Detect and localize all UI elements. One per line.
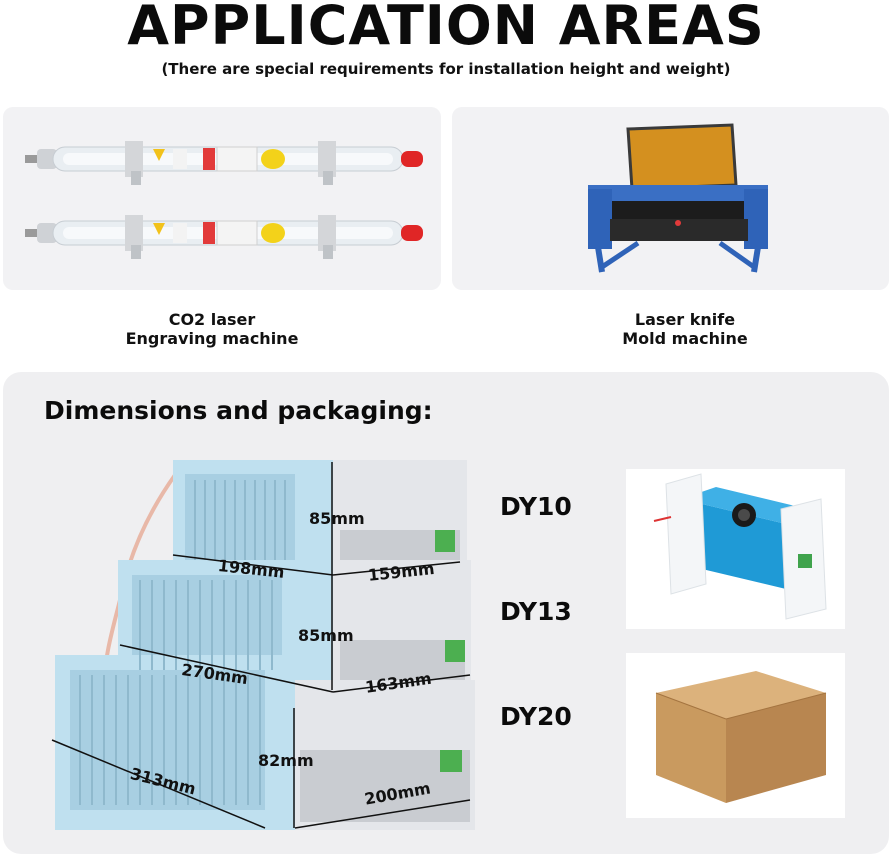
- laser-tube-card: [3, 107, 441, 290]
- application-label-co2: CO2 laser Engraving machine: [125, 310, 299, 348]
- laser-machine-card: [452, 107, 889, 290]
- page-title: APPLICATION AREAS: [127, 0, 765, 57]
- cardboard-box-image: [655, 671, 827, 803]
- dy10-height-label: 85mm: [309, 509, 365, 528]
- dy13-height-label: 85mm: [298, 626, 354, 645]
- page-subtitle: (There are special requirements for inst…: [161, 60, 731, 78]
- power-supply-stack-image: [51, 460, 475, 830]
- foam-packed-power-supply-image: [653, 473, 827, 620]
- laser-engraver-machine-image: [588, 123, 768, 273]
- application-label-knife: Laser knife Mold machine: [622, 310, 748, 348]
- cardboard-box-card: [626, 653, 845, 818]
- model-label-dy13: DY13: [500, 597, 572, 626]
- model-label-dy10: DY10: [500, 492, 572, 521]
- dy20-height-label: 82mm: [258, 751, 314, 770]
- foam-packed-psu-card: [626, 469, 845, 629]
- laser-tube-image: [25, 141, 423, 259]
- model-label-dy20: DY20: [500, 702, 572, 731]
- dimensions-heading: Dimensions and packaging:: [44, 396, 433, 425]
